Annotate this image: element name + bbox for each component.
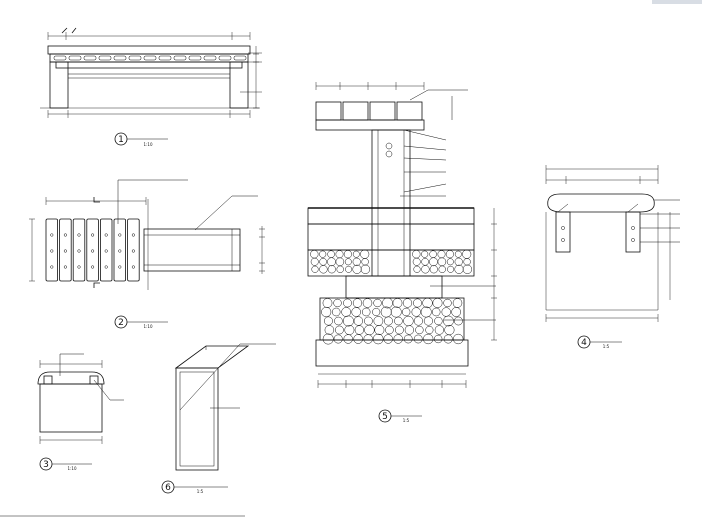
svg-text:1:5: 1:5 bbox=[603, 344, 610, 349]
svg-text:1:5: 1:5 bbox=[197, 489, 204, 494]
plan-slat bbox=[86, 218, 99, 282]
detail-4-cross-section bbox=[545, 165, 680, 322]
top-board bbox=[369, 101, 396, 121]
slat bbox=[158, 55, 172, 61]
top-board bbox=[315, 101, 342, 121]
detail-6-label: 6 1:5 bbox=[161, 480, 228, 494]
slat bbox=[233, 55, 247, 61]
svg-text:1:10: 1:10 bbox=[68, 466, 77, 471]
detail-1-label: 1 1:10 bbox=[114, 132, 168, 147]
slat bbox=[53, 55, 67, 61]
slat bbox=[68, 55, 82, 61]
detail-2-label: 2 1:10 bbox=[114, 315, 168, 329]
detail-1-elevation bbox=[40, 27, 262, 118]
svg-text:2: 2 bbox=[118, 318, 124, 328]
top-board bbox=[396, 101, 423, 121]
svg-text:1:10: 1:10 bbox=[144, 324, 153, 329]
detail-3-end-elevation bbox=[37, 353, 124, 444]
svg-text:5: 5 bbox=[382, 412, 388, 422]
plan-slat bbox=[127, 218, 140, 282]
svg-text:3: 3 bbox=[43, 460, 49, 470]
svg-text:4: 4 bbox=[581, 338, 587, 348]
svg-text:1:5: 1:5 bbox=[403, 418, 410, 423]
plan-slat bbox=[100, 218, 113, 282]
slat bbox=[83, 55, 97, 61]
slat bbox=[113, 55, 127, 61]
slat bbox=[143, 55, 157, 61]
detail-4-label: 4 1:5 bbox=[577, 335, 622, 349]
detail-5-section bbox=[307, 82, 497, 388]
slat bbox=[128, 55, 142, 61]
top-board bbox=[342, 101, 369, 121]
title-fragment bbox=[652, 0, 702, 4]
plan-slat bbox=[113, 218, 127, 282]
svg-text:6: 6 bbox=[165, 483, 171, 493]
plan-slat bbox=[45, 218, 59, 282]
detail-3-label: 3 1:10 bbox=[39, 457, 92, 471]
detail-5-label: 5 1:5 bbox=[378, 409, 422, 423]
detail-2-plan bbox=[29, 179, 265, 290]
svg-text:1: 1 bbox=[118, 135, 124, 145]
plan-slat bbox=[72, 218, 86, 282]
slat bbox=[218, 55, 232, 61]
slat bbox=[173, 55, 187, 61]
slat bbox=[98, 55, 112, 61]
slat bbox=[203, 55, 217, 61]
plan-slat bbox=[59, 218, 72, 282]
svg-text:1:10: 1:10 bbox=[144, 142, 153, 147]
detail-6-steel-tube bbox=[174, 343, 276, 471]
slat bbox=[188, 55, 202, 61]
